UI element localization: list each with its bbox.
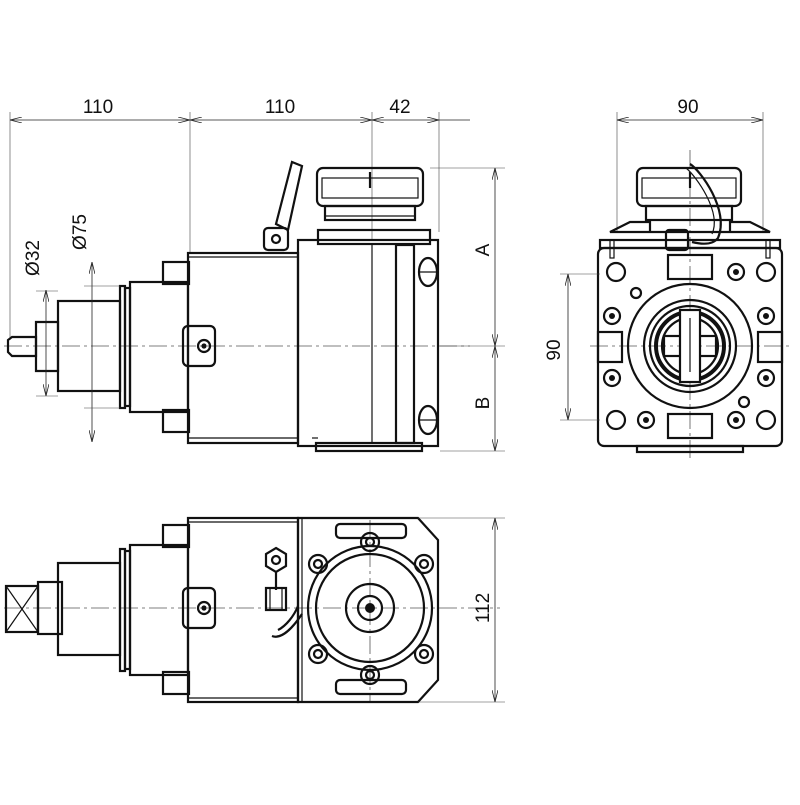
dim-110-left: 110 (83, 97, 113, 118)
top-view: 112 (4, 516, 505, 704)
dim-dia-32: Ø32 (23, 240, 44, 276)
head-bolts (307, 531, 435, 686)
dim-dia-75: Ø75 (70, 214, 91, 250)
end-view: 90 (544, 150, 790, 460)
dim-42: 42 (389, 97, 410, 118)
dim-90-width: 90 (677, 97, 698, 118)
top-dimensions: 110 110 42 90 (9, 97, 764, 340)
dim-label-b: B (473, 397, 494, 410)
side-view: Ø32 Ø75 (4, 160, 505, 453)
dim-112: 112 (473, 593, 494, 623)
dim-90-height: 90 (544, 339, 565, 360)
dim-110-middle: 110 (265, 97, 295, 118)
dim-label-a: A (473, 243, 494, 256)
